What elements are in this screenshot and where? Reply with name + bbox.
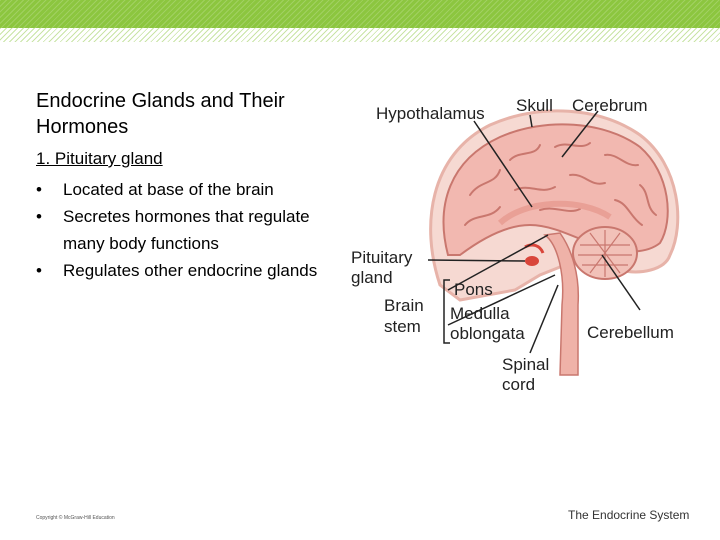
subheading: 1. Pituitary gland <box>36 149 163 168</box>
cerebellum-folds <box>578 230 632 277</box>
brainstem-shape <box>543 232 580 376</box>
label-hypothalamus: Hypothalamus <box>376 104 485 123</box>
footer-text: The Endocrine System <box>568 508 690 522</box>
bullet-marker: • <box>36 207 42 226</box>
bullet-marker: • <box>36 261 42 280</box>
bullet-text: Secretes hormones that regulate many bod… <box>63 207 310 253</box>
corpus-callosum <box>497 200 612 226</box>
leader-lines <box>427 110 641 354</box>
label-spinal: Spinal <box>502 355 549 374</box>
brain-diagram: Hypothalamus Skull Cerebrum Pituitary gl… <box>351 96 680 394</box>
label-gland: gland <box>351 268 393 287</box>
bullet-list: • Located at base of the brain • Secrete… <box>36 176 336 284</box>
label-pons: Pons <box>454 280 493 299</box>
list-item: • Secretes hormones that regulate many b… <box>36 203 336 257</box>
list-item: • Regulates other endocrine glands <box>36 257 336 284</box>
label-oblongata: oblongata <box>450 324 525 343</box>
label-brain: Brain <box>384 296 424 315</box>
header-band <box>0 0 720 28</box>
pituitary-gland-shape <box>525 256 539 266</box>
cerebrum-folds <box>464 142 657 226</box>
bullet-marker: • <box>36 180 42 199</box>
label-cord: cord <box>502 375 535 394</box>
header-stripe <box>0 28 720 42</box>
copyright-text: Copyright © McGraw-Hill Education <box>36 515 115 521</box>
label-pituitary: Pituitary <box>351 248 413 267</box>
label-cerebellum: Cerebellum <box>587 323 674 342</box>
label-medulla: Medulla <box>450 304 510 323</box>
label-stem: stem <box>384 317 421 336</box>
label-skull: Skull <box>516 96 553 115</box>
bullet-text: Located at base of the brain <box>63 180 274 199</box>
label-cerebrum: Cerebrum <box>572 96 648 115</box>
list-item: • Located at base of the brain <box>36 176 336 203</box>
bullet-text: Regulates other endocrine glands <box>63 261 318 280</box>
slide-title: Endocrine Glands and Their Hormones <box>36 90 285 138</box>
